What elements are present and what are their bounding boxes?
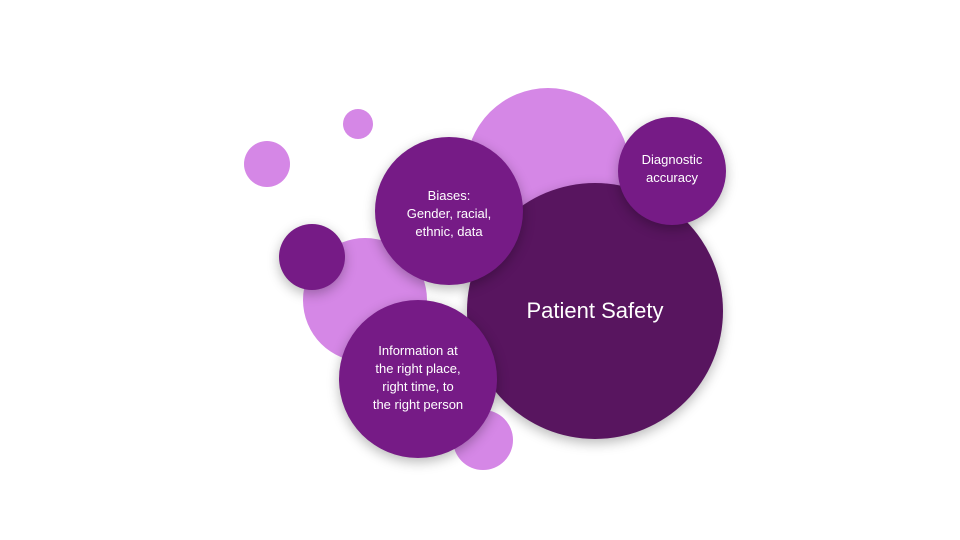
decorative-bubble-small-top bbox=[343, 109, 373, 139]
bubble-information-label: Information at the right place, right ti… bbox=[372, 343, 464, 412]
bubble-diagnostic-accuracy-label: Diagnostic accuracy bbox=[641, 152, 703, 185]
bubble-biases-label: Biases: Gender, racial, ethnic, data bbox=[406, 188, 492, 239]
decorative-bubble-left bbox=[244, 141, 290, 187]
bubble-diagnostic-accuracy: Diagnostic accuracy bbox=[618, 117, 726, 225]
bubble-biases: Biases: Gender, racial, ethnic, data bbox=[375, 137, 523, 285]
center-bubble-label: Patient Safety bbox=[526, 298, 664, 323]
decorative-bubble-dark-left bbox=[279, 224, 345, 290]
bubble-information: Information at the right place, right ti… bbox=[339, 300, 497, 458]
